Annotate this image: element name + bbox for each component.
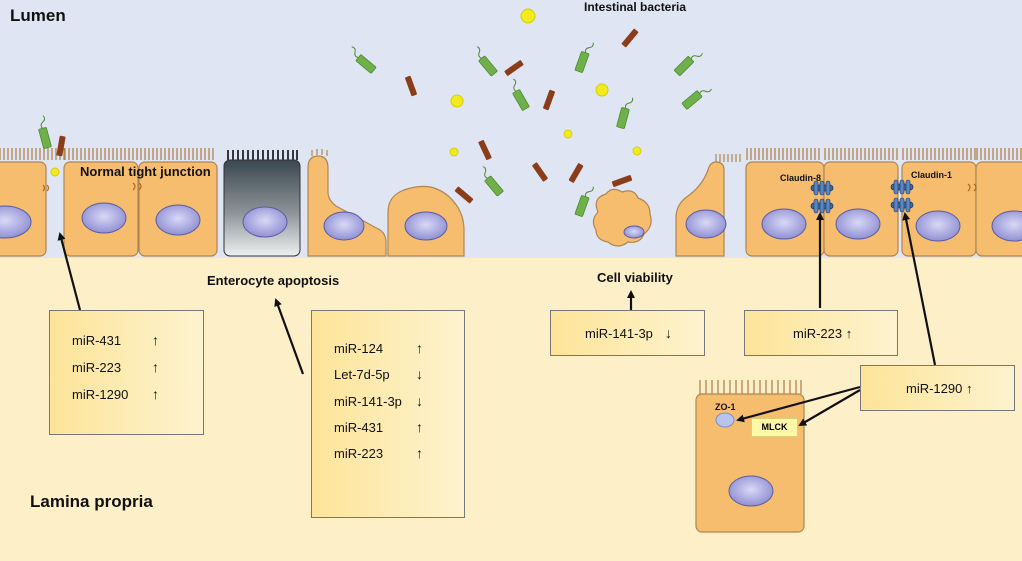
- cocci-icon: [50, 167, 60, 177]
- mirna-trend: ↑: [152, 332, 159, 348]
- lamina-cell: [695, 380, 805, 533]
- mirna-trend: ↑: [416, 445, 423, 461]
- zo1-label: ZO-1: [715, 402, 736, 412]
- epithelial-cells-left: [0, 147, 218, 257]
- shrunken-cell: [592, 188, 652, 247]
- apoptosis-mirna-box: miR-124 ↑ Let-7d-5p ↓ miR-141-3p ↓ miR-4…: [311, 310, 465, 518]
- arrow-to-apoptosis: [274, 298, 305, 375]
- apoptotic-cell: [223, 150, 301, 257]
- arrow-to-mlck: [798, 389, 861, 427]
- zo1-protein-icon: [715, 412, 735, 428]
- mirna-name: miR-223 ↑: [793, 326, 853, 341]
- tight-junction-mirna-box: miR-431 ↑ miR-223 ↑ miR-1290 ↑: [49, 310, 204, 435]
- cocci-icon: [520, 8, 536, 24]
- mlck-label: MLCK: [751, 418, 798, 437]
- mirna-trend: ↓: [665, 325, 672, 341]
- intestinal-bacteria-label: Intestinal bacteria: [584, 0, 687, 14]
- claudin-8-mirna-box: miR-223 ↑: [744, 310, 898, 356]
- mirna-name: miR-124: [334, 341, 384, 356]
- claudin-1-mlck-mirna-box: miR-1290 ↑: [860, 365, 1015, 411]
- mirna-trend: ↓: [416, 393, 423, 409]
- cocci-icon: [449, 147, 459, 157]
- cocci-icon: [563, 129, 573, 139]
- mirna-name: miR-431: [334, 420, 384, 435]
- claudin-1-label: Claudin-1: [911, 170, 953, 180]
- mirna-trend: ↑: [416, 419, 423, 435]
- lamina-propria-label: Lamina propria: [30, 492, 153, 511]
- mirna-trend: ↓: [416, 366, 423, 382]
- mirna-name: miR-1290: [72, 387, 129, 402]
- bacteria-group: [34, 8, 713, 218]
- arrows: [57, 212, 937, 427]
- mirna-name: Let-7d-5p: [334, 367, 390, 382]
- cocci-icon: [595, 83, 609, 97]
- epithelial-cells-right: [675, 147, 1022, 257]
- mirna-trend: ↑: [152, 386, 159, 402]
- mirna-name: miR-141-3p: [334, 394, 402, 409]
- detaching-cells: [307, 149, 465, 257]
- cocci-icon: [450, 94, 464, 108]
- viability-mirna-box: miR-141-3p ↓: [550, 310, 705, 356]
- arrow-to-zo1: [736, 385, 861, 423]
- cocci-icon: [632, 146, 642, 156]
- mirna-trend: ↑: [416, 340, 423, 356]
- mirna-name: miR-1290 ↑: [906, 381, 973, 396]
- lumen-label: Lumen: [10, 6, 66, 25]
- mirna-name: miR-431: [72, 333, 122, 348]
- enterocyte-apoptosis-label: Enterocyte apoptosis: [207, 273, 340, 288]
- mirna-name: miR-223: [334, 446, 384, 461]
- arrow-to-tight-junction: [57, 232, 82, 311]
- mirna-name: miR-223: [72, 360, 122, 375]
- mirna-name: miR-141-3p: [585, 326, 653, 341]
- cell-viability-label: Cell viability: [597, 270, 673, 285]
- mirna-trend: ↑: [152, 359, 159, 375]
- arrow-to-claudin-1: [902, 212, 937, 366]
- claudin-8-label: Claudin-8: [780, 173, 822, 183]
- normal-tight-junction-label: Normal tight junction: [80, 164, 211, 179]
